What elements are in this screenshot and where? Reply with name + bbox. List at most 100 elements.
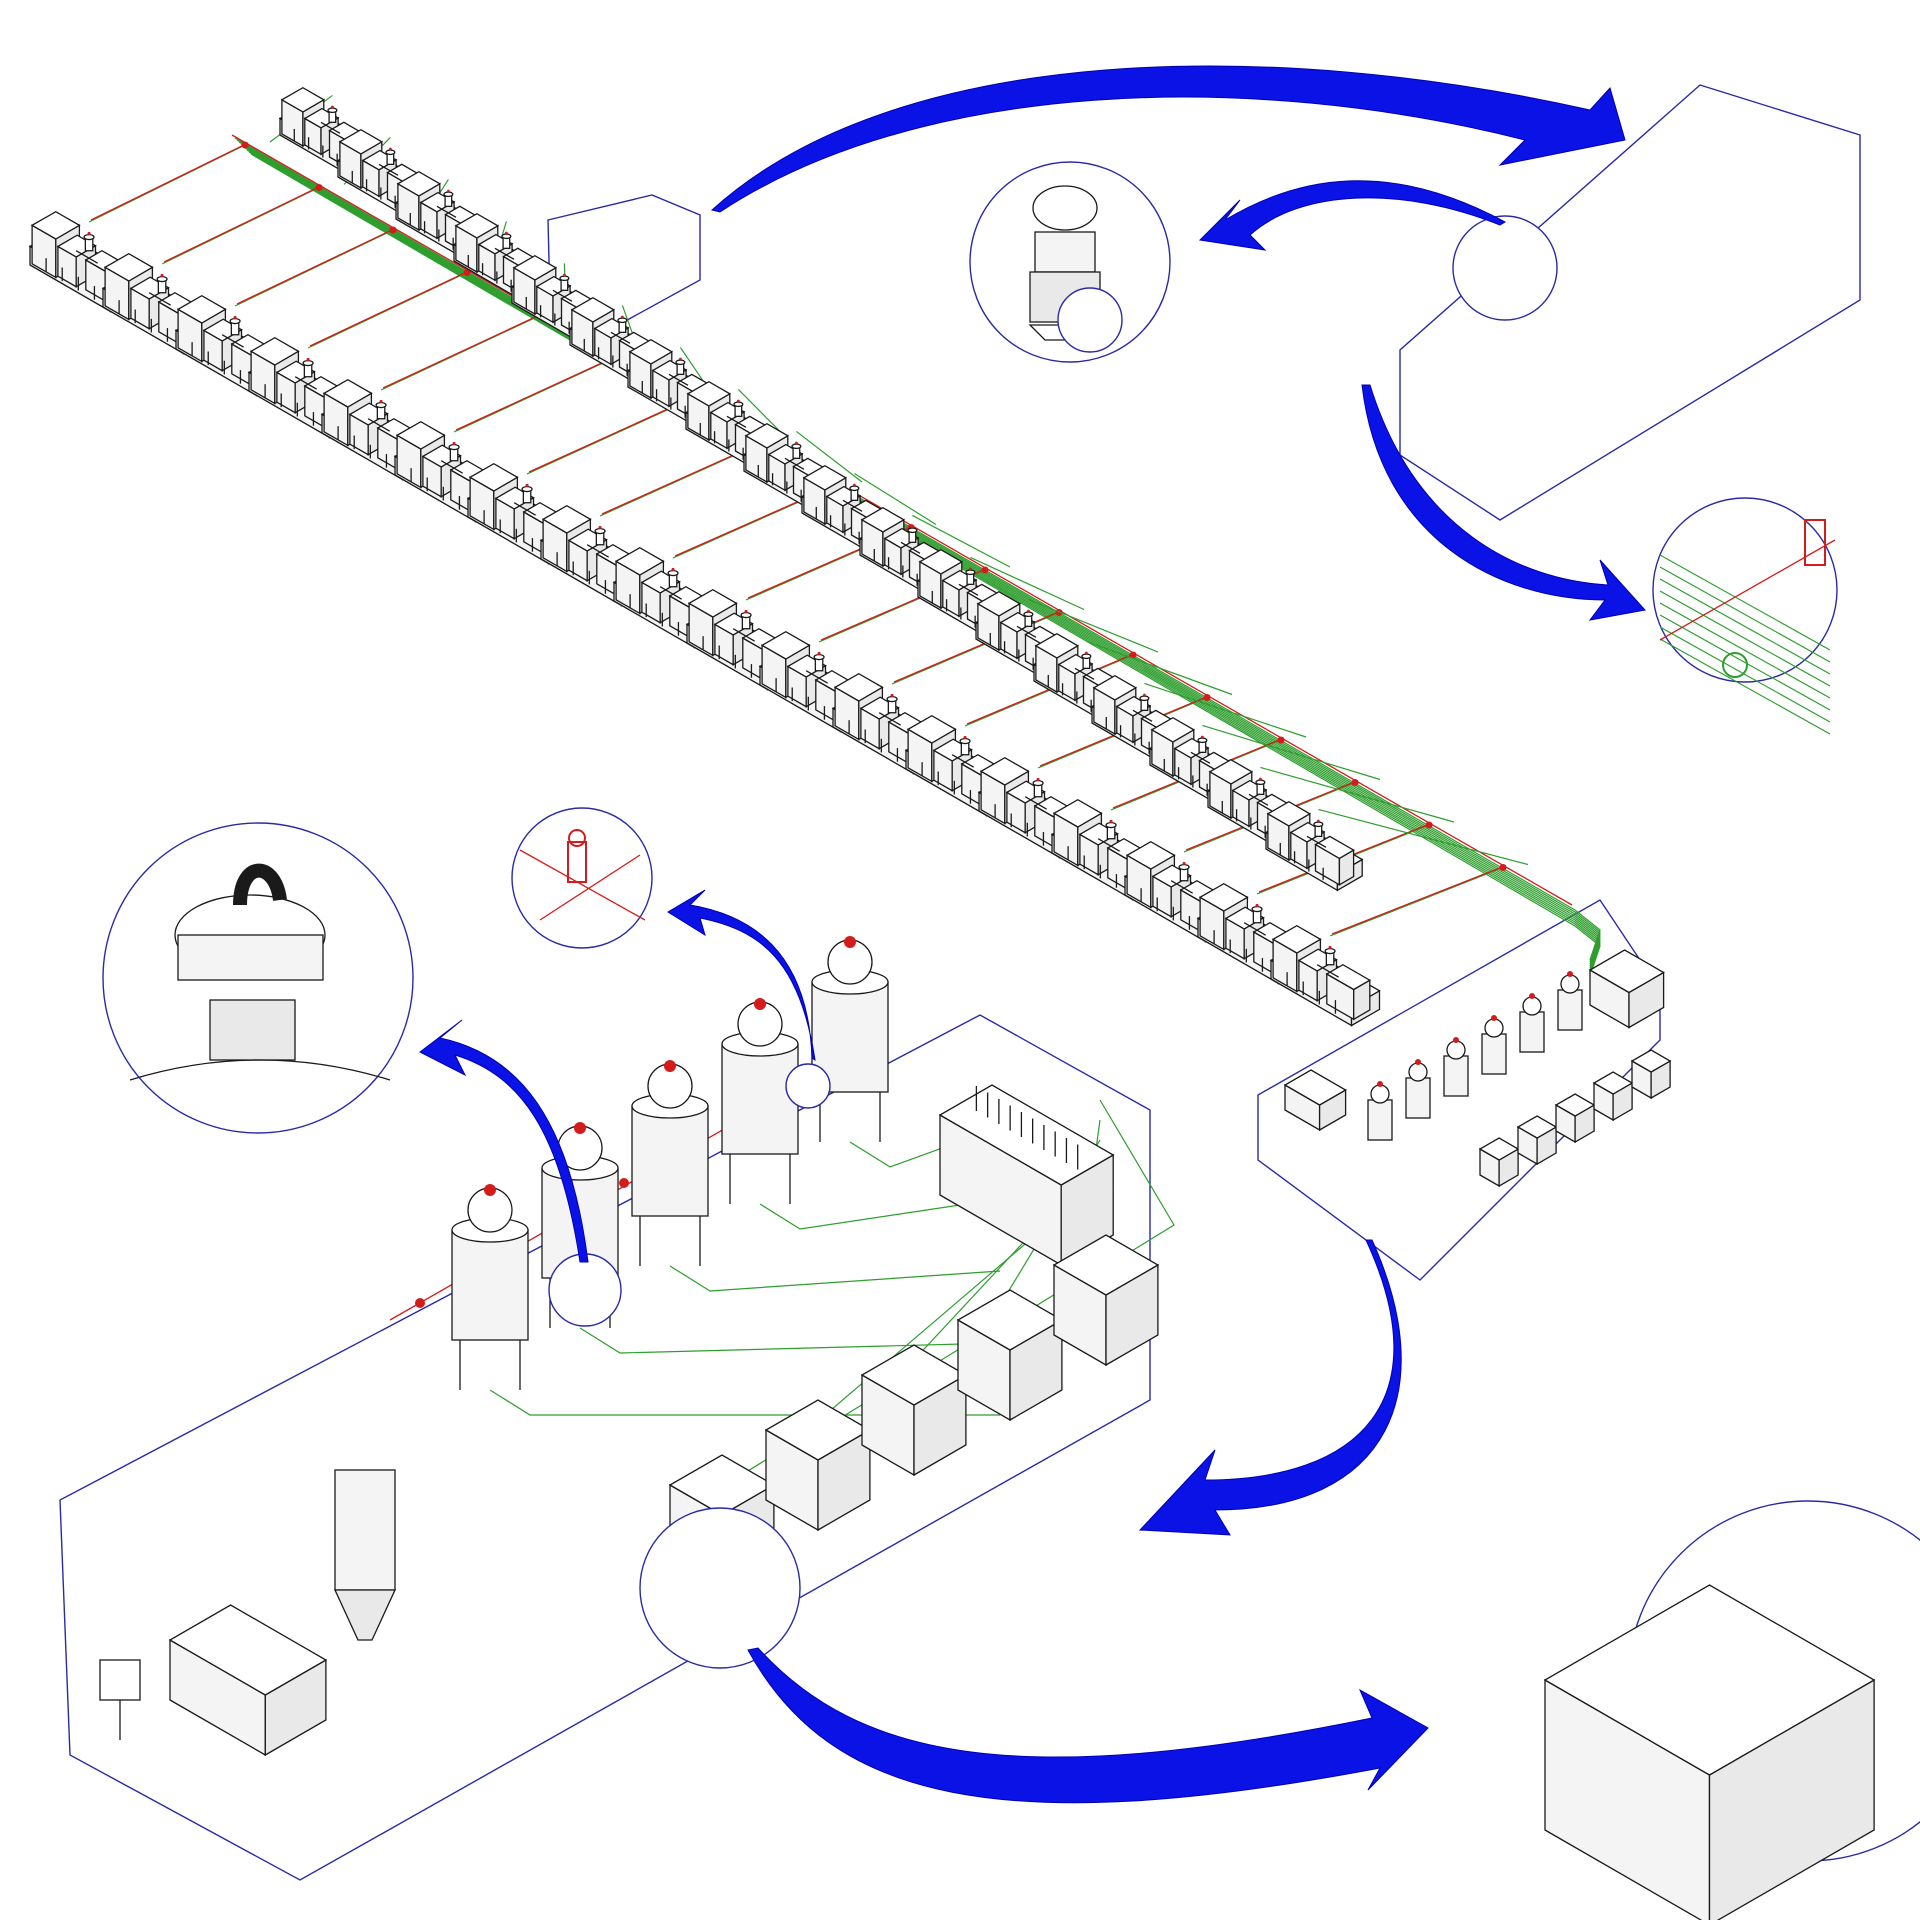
station-valve-0 bbox=[415, 1298, 425, 1308]
machine-barrel bbox=[1097, 838, 1120, 852]
material-valve bbox=[1317, 819, 1320, 823]
branch-valve-left-10 bbox=[981, 566, 989, 574]
remote-hopper-2 bbox=[1443, 1055, 1469, 1097]
machine-barrel bbox=[951, 754, 974, 768]
remote-valve-5 bbox=[1567, 971, 1573, 977]
hopper-lid bbox=[667, 569, 679, 577]
hopper-lid bbox=[740, 611, 752, 619]
arrow-detail-to-loader bbox=[1198, 180, 1507, 251]
callout-arrows bbox=[419, 65, 1646, 1804]
material-valve bbox=[679, 357, 682, 361]
station-valve-3 bbox=[619, 1178, 629, 1188]
material-valve bbox=[1143, 693, 1146, 697]
injection-machine-right-17 bbox=[1264, 800, 1364, 892]
branch-valve-left-14 bbox=[1277, 736, 1285, 744]
piping-lines bbox=[88, 94, 1601, 1486]
injection-machine-rows bbox=[28, 86, 1381, 1027]
hopper-lid bbox=[1032, 779, 1044, 787]
hopper-lid bbox=[385, 149, 396, 156]
branch-right-10 bbox=[912, 514, 1011, 568]
branch-right-9 bbox=[854, 472, 937, 526]
remote-vacuum-pump bbox=[1283, 1069, 1347, 1132]
hopper-lid bbox=[327, 107, 338, 114]
material-valve bbox=[1201, 735, 1204, 739]
material-valve bbox=[233, 315, 237, 319]
valve-body bbox=[567, 841, 587, 883]
material-valve bbox=[379, 399, 383, 403]
material-valve bbox=[306, 357, 310, 361]
remote-hopper-4 bbox=[1519, 1011, 1545, 1053]
remote-valve-1 bbox=[1415, 1059, 1421, 1065]
machine-barrel bbox=[668, 373, 689, 386]
branch-left-12 bbox=[964, 654, 1134, 727]
machine-barrel bbox=[659, 586, 682, 600]
remote-hopper-5 bbox=[1557, 989, 1583, 1031]
material-valve bbox=[160, 273, 164, 277]
remote-cart-3 bbox=[1592, 1071, 1634, 1122]
zoom-callout-valve-station-detail bbox=[1652, 497, 1838, 735]
machine-barrel bbox=[148, 292, 171, 306]
hopper-lid bbox=[1324, 947, 1336, 955]
callout-origin-hopper bbox=[548, 1253, 622, 1327]
remote-valve-3 bbox=[1491, 1015, 1497, 1021]
machine-barrel bbox=[610, 331, 631, 344]
material-valve bbox=[452, 441, 456, 445]
hopper-lid bbox=[907, 527, 918, 534]
zoom-callout-material-valve-detail bbox=[511, 807, 653, 949]
machine-barrel bbox=[1316, 964, 1339, 978]
cart-detail-box bbox=[1543, 1584, 1876, 1920]
injection-machine-left-17 bbox=[1269, 924, 1381, 1027]
arrow-remote-to-central bbox=[1138, 1239, 1402, 1536]
hopper-lid bbox=[849, 485, 860, 492]
injection-machine-left-12 bbox=[904, 714, 1016, 817]
hopper-lid bbox=[675, 359, 686, 366]
material-valve bbox=[963, 735, 967, 739]
material-valve bbox=[817, 651, 821, 655]
material-valve bbox=[1109, 819, 1113, 823]
machine-barrel bbox=[75, 250, 98, 264]
machine-detail-frame bbox=[1399, 84, 1861, 521]
machine-barrel bbox=[221, 334, 244, 348]
station-sensor bbox=[1722, 652, 1748, 678]
branch-right-16 bbox=[1260, 766, 1455, 823]
hopper-valve bbox=[664, 1060, 676, 1072]
machine-barrel bbox=[513, 502, 536, 516]
machine-platen bbox=[709, 401, 746, 450]
hopper-lid bbox=[156, 275, 168, 283]
machine-barrel bbox=[494, 247, 515, 260]
material-valve bbox=[331, 105, 334, 109]
material-valve bbox=[525, 483, 529, 487]
material-cart-1 bbox=[764, 1399, 872, 1532]
hopper-lid bbox=[813, 653, 825, 661]
hopper-lid bbox=[1197, 737, 1208, 744]
dryer-hopper-3 bbox=[721, 998, 799, 1204]
dryer-hopper-2 bbox=[631, 1060, 709, 1266]
loader-body bbox=[1034, 231, 1096, 273]
cyclone-separator bbox=[334, 1469, 396, 1591]
branch-right-17 bbox=[1318, 808, 1529, 866]
remote-hopper-1 bbox=[1405, 1077, 1431, 1119]
machine-injection-unit bbox=[1325, 963, 1372, 1021]
material-cart-3 bbox=[956, 1289, 1064, 1422]
callout-origin-loader bbox=[1452, 215, 1558, 321]
branch-valve-left-1 bbox=[315, 184, 323, 191]
hopper-lid bbox=[1178, 863, 1190, 871]
hopper-valve bbox=[484, 1184, 496, 1196]
callout-origin-valve bbox=[785, 1063, 831, 1109]
injection-machine-left-2 bbox=[174, 294, 286, 397]
vacuum-pump bbox=[168, 1604, 328, 1757]
hopper-lid bbox=[965, 569, 976, 576]
hopper-lid bbox=[1313, 821, 1324, 828]
material-valve bbox=[853, 483, 856, 487]
material-cart-4 bbox=[1052, 1234, 1160, 1367]
dryer-hopper-0 bbox=[451, 1184, 529, 1390]
machine-barrel bbox=[1243, 922, 1266, 936]
machine-barrel bbox=[726, 415, 747, 428]
branch-right-8 bbox=[796, 430, 863, 483]
hopper-lid bbox=[521, 485, 533, 493]
material-valve bbox=[1085, 651, 1088, 655]
hopper-lid bbox=[302, 359, 314, 367]
remote-cart-2 bbox=[1554, 1093, 1596, 1144]
machine-barrel bbox=[805, 670, 828, 684]
branch-valve-left-2 bbox=[389, 226, 397, 234]
